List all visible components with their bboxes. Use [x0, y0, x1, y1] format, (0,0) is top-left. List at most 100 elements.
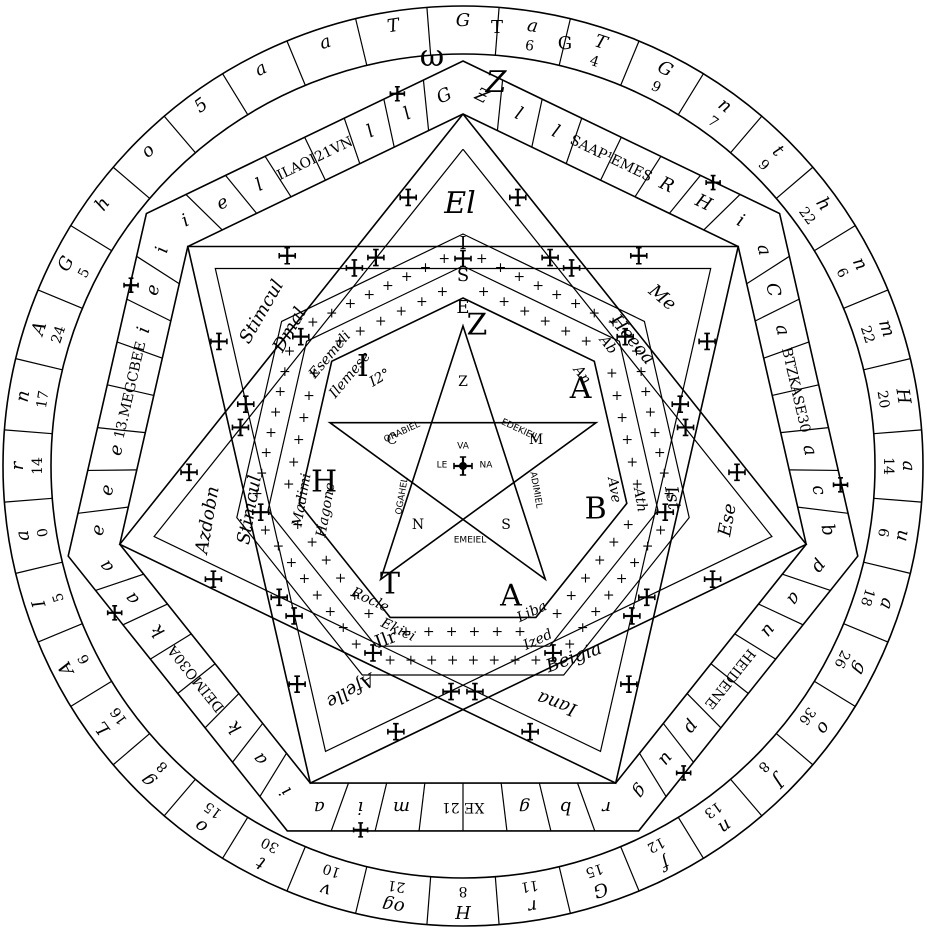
heptagon-band-text: HEIDENE [701, 646, 758, 712]
heptagon-cell-letter: a [771, 322, 794, 337]
ring-divider [222, 816, 249, 859]
heptagram-cross-icon [620, 675, 638, 693]
heptagram-cross-icon [629, 246, 648, 265]
small-cross-icon: + [284, 344, 296, 360]
heptagon-cell-divider [634, 155, 662, 198]
heptagon-cell-letter: H [691, 190, 715, 216]
small-cross-icon: + [476, 251, 488, 267]
small-cross-icon: + [640, 384, 652, 400]
heptagon-cell-divider [703, 193, 741, 231]
small-cross-icon: + [423, 624, 435, 640]
heptagon-cell-divider [343, 117, 361, 164]
small-cross-icon: + [337, 620, 349, 636]
heptagram-cross-icon [288, 675, 306, 693]
inner-heptagon-group: ++++++++++++++++++++++++++++++++++++++++… [233, 233, 690, 676]
ring-glyph: f [655, 851, 675, 875]
ring-glyph: h [812, 193, 836, 215]
ring-glyph: a [251, 57, 270, 81]
small-cross-icon: + [279, 364, 291, 380]
heptagon-cell-divider [758, 603, 804, 626]
heptagram-cross-icon [364, 644, 382, 662]
ring-divider [15, 561, 63, 574]
heptagram-cross-icon [231, 418, 250, 437]
heptagon-band-text: XE 21 [442, 799, 484, 815]
small-cross-icon: + [401, 269, 413, 285]
heptagon-cell-divider [734, 633, 776, 660]
center-text-left: LE [437, 461, 448, 471]
small-cross-icon: + [621, 432, 633, 448]
heptagram-cross-icon [399, 188, 418, 207]
ring-number: 5 [75, 265, 93, 280]
small-cross-icon: + [405, 653, 417, 669]
ring-divider [558, 18, 571, 66]
small-cross-icon: + [509, 653, 521, 669]
heptagram-cross-icon [285, 607, 303, 625]
heptagram-cross-icon [562, 259, 581, 277]
heptagon-cell-letter: m [393, 797, 410, 818]
ring-divider [286, 40, 306, 86]
ring-glyph: T [592, 30, 612, 54]
heptagon-cell-divider [710, 663, 749, 694]
heptagon-cell-divider [418, 783, 426, 831]
heptagon-cell-letter: r [601, 797, 611, 818]
small-cross-icon: + [311, 588, 323, 604]
pentagram-corner-letter: Z [458, 374, 468, 390]
heptagon-cell-divider [772, 384, 819, 397]
inner-heptagon-1 [236, 233, 690, 676]
heptagram-name: Azdobn [191, 485, 224, 558]
outer-band-glyph: ω [420, 39, 444, 74]
heptagram-cross-icon [387, 722, 405, 741]
heptagon-cell-letter: a [248, 748, 271, 769]
small-cross-icon: + [580, 570, 592, 586]
small-cross-icon: + [260, 522, 272, 538]
ring-glyph: a [526, 15, 540, 37]
ring-divider [677, 816, 704, 859]
small-cross-icon: + [551, 287, 563, 303]
ring-glyph: H [455, 901, 472, 922]
small-cross-icon: + [560, 324, 572, 340]
small-cross-icon: + [654, 445, 666, 461]
heptagon-cross-icon [106, 605, 123, 621]
ring-number: 9 [648, 78, 663, 96]
ring-glyph: a [898, 461, 919, 472]
ring-divider [222, 73, 249, 116]
ring-glyph: n [848, 254, 872, 274]
small-cross-icon: + [256, 466, 268, 482]
outer-band-glyph: T [491, 17, 503, 38]
small-cross-icon: + [326, 305, 338, 321]
ring-divider [863, 358, 911, 371]
ring-number: 12 [644, 834, 667, 856]
heptagon-cell-letter: C [761, 281, 785, 299]
heptagon-cell-letter: e [213, 191, 232, 215]
heptagon-cell-divider [789, 469, 839, 472]
ring-glyph: a [317, 31, 334, 54]
outer-circle [2, 5, 924, 927]
ring-divider [70, 680, 113, 707]
small-cross-icon: + [577, 620, 589, 636]
heptagon-cell-letter: k [223, 716, 246, 738]
outer-heptagon [67, 60, 859, 832]
ring-divider [426, 7, 432, 56]
ring-glyph: m [874, 317, 899, 340]
heptagon-cell-divider [754, 298, 800, 322]
small-cross-icon: + [400, 624, 412, 640]
heptagon-cell-divider [374, 783, 388, 832]
small-cross-icon: + [426, 653, 438, 669]
ring-divider [426, 876, 432, 925]
heptagon-cell-divider [531, 98, 543, 148]
heptagon-cell-letter: e [87, 523, 110, 538]
heptagon-cell-divider [185, 193, 223, 231]
small-cross-icon: + [354, 324, 366, 340]
inner-heptagon-letter: I [357, 349, 369, 384]
heptagram-name: I [459, 233, 466, 254]
inner-band-name: E [456, 297, 469, 318]
small-cross-icon: + [631, 344, 643, 360]
heptagon-band-text: DEIMO30A [164, 641, 227, 715]
heptagon-cell-letter: b [816, 522, 839, 538]
heptagon-band-text: ILAOI21VN [275, 134, 356, 184]
small-cross-icon: + [588, 305, 600, 321]
small-cross-icon: + [570, 296, 582, 312]
